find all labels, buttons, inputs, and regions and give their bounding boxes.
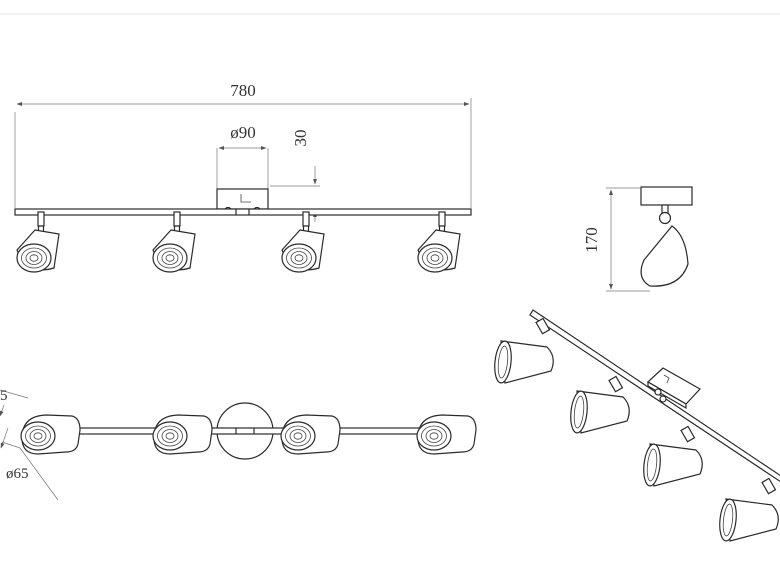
front-spotlight-3 — [281, 211, 325, 273]
side-view: 170 — [582, 186, 693, 292]
front-spotlight-2 — [152, 211, 196, 273]
iso-spotlight-2 — [568, 389, 630, 435]
iso-spotlight-3 — [641, 442, 703, 488]
side-base — [640, 186, 693, 206]
iso-spotlight-4 — [717, 497, 779, 543]
base-height-label: 30 — [291, 130, 310, 147]
top-spotlight-1 — [20, 414, 81, 455]
front-view: 780 ø90 30 — [14, 81, 472, 273]
top-spotlight-2 — [152, 414, 213, 455]
head-length-label: 5 — [0, 388, 8, 404]
front-spotlight-1 — [16, 211, 60, 273]
iso-bar — [529, 309, 780, 483]
top-view-bar — [57, 427, 471, 435]
iso-spotlight-1 — [492, 339, 554, 385]
height-label: 170 — [582, 227, 601, 253]
top-spotlight-3 — [280, 414, 341, 455]
head-diameter-label: ø65 — [6, 466, 29, 482]
side-spotlight-head — [640, 225, 689, 287]
mounting-bar — [14, 208, 472, 216]
base-diameter-label: ø90 — [230, 123, 256, 142]
front-spotlight-4 — [417, 211, 461, 273]
top-spotlight-4 — [416, 414, 477, 455]
isometric-view — [492, 309, 780, 543]
ceiling-base — [216, 188, 269, 210]
length-label: 780 — [230, 81, 256, 100]
top-view: 5 ø65 — [0, 388, 477, 501]
